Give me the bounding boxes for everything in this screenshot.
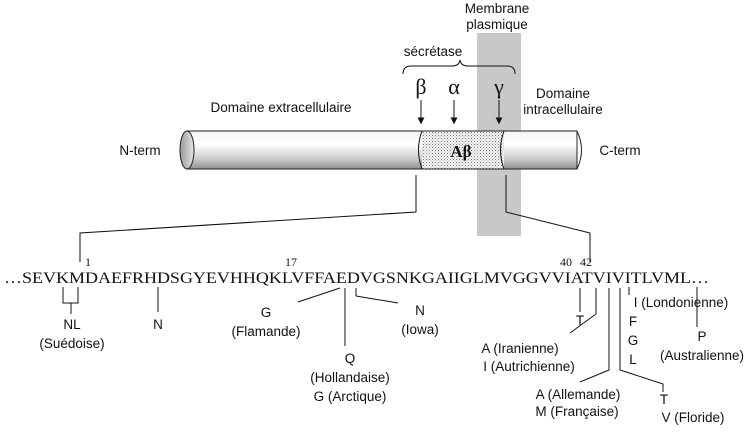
florida-mutation-line [619, 288, 664, 392]
n-term-cap [179, 130, 195, 170]
g-mutation-code: G [628, 333, 639, 348]
position-1: 1 [85, 255, 91, 269]
flemish-mutation-line [297, 287, 341, 303]
membrane-label-line1: Membrane [465, 1, 530, 16]
app-protein-cylinder [179, 130, 582, 170]
florida-mutation-name: V (Floride) [661, 410, 724, 425]
dutch-mutation-code: Q [345, 351, 356, 366]
secretase-label: sécrétase [404, 44, 463, 59]
flemish-mutation-name: (Flamande) [231, 324, 300, 339]
swedish-mutation-code: NL [63, 317, 81, 332]
flemish-mutation-code: G [261, 305, 272, 320]
zoom-line-beta [79, 175, 417, 262]
gamma-symbol: γ [493, 74, 504, 99]
iowa-mutation-line-b [355, 295, 399, 304]
abeta-label: Aβ [450, 142, 471, 161]
florida-mutation-code: T [660, 392, 668, 407]
c-term-label: C-term [599, 143, 640, 158]
iowa-mutation-code: N [415, 303, 425, 318]
swedish-mutation-name: (Suédoise) [39, 336, 104, 351]
position-17: 17 [285, 255, 297, 269]
abeta-region [422, 131, 504, 169]
amino-acid-sequence: …SEVKMDAEFRHDSGYEVHHQKLVFFAEDVGSNKGAIIGL… [4, 270, 709, 287]
f-mutation-code: F [629, 314, 637, 329]
iranian-mutation: A (Iranienne) [481, 341, 558, 356]
l-mutation-code: L [629, 352, 637, 367]
iowa-mutation-name: (Iowa) [401, 322, 439, 337]
zoom-line-gamma [505, 175, 591, 262]
australian-mutation-code: P [697, 329, 706, 344]
beta-symbol: β [415, 74, 426, 99]
london-mutation: I (Londonienne) [634, 295, 729, 310]
german-mutation: A (Allemande) [536, 387, 621, 402]
membrane-label-line2: plasmique [466, 17, 528, 32]
alpha-symbol: α [448, 74, 460, 99]
position-42: 42 [580, 255, 592, 269]
iranian-austrian-mutation-line-b [569, 313, 597, 334]
t-mutation-code: T [576, 313, 584, 328]
n-term-label: N-term [119, 143, 160, 158]
secretase-brace [402, 59, 516, 75]
position-40: 40 [560, 255, 572, 269]
dutch-mutation-name: (Hollandaise) [310, 370, 390, 385]
c-term-cap [576, 130, 582, 170]
german-french-mutation-line [579, 288, 610, 383]
h6-mutation-code: N [153, 317, 163, 332]
austrian-mutation: I (Autrichienne) [483, 359, 575, 374]
extracellular-domain-label: Domaine extracellulaire [210, 100, 351, 115]
intracellular-domain-label-line1: Domaine [536, 86, 590, 101]
intracellular-domain-label-line2: intracellulaire [523, 102, 603, 117]
arctic-mutation: G (Arctique) [314, 389, 387, 404]
australian-mutation-name: (Australienne) [660, 348, 744, 363]
french-mutation: M (Française) [535, 404, 618, 419]
swedish-mutation-bracket [62, 287, 79, 314]
